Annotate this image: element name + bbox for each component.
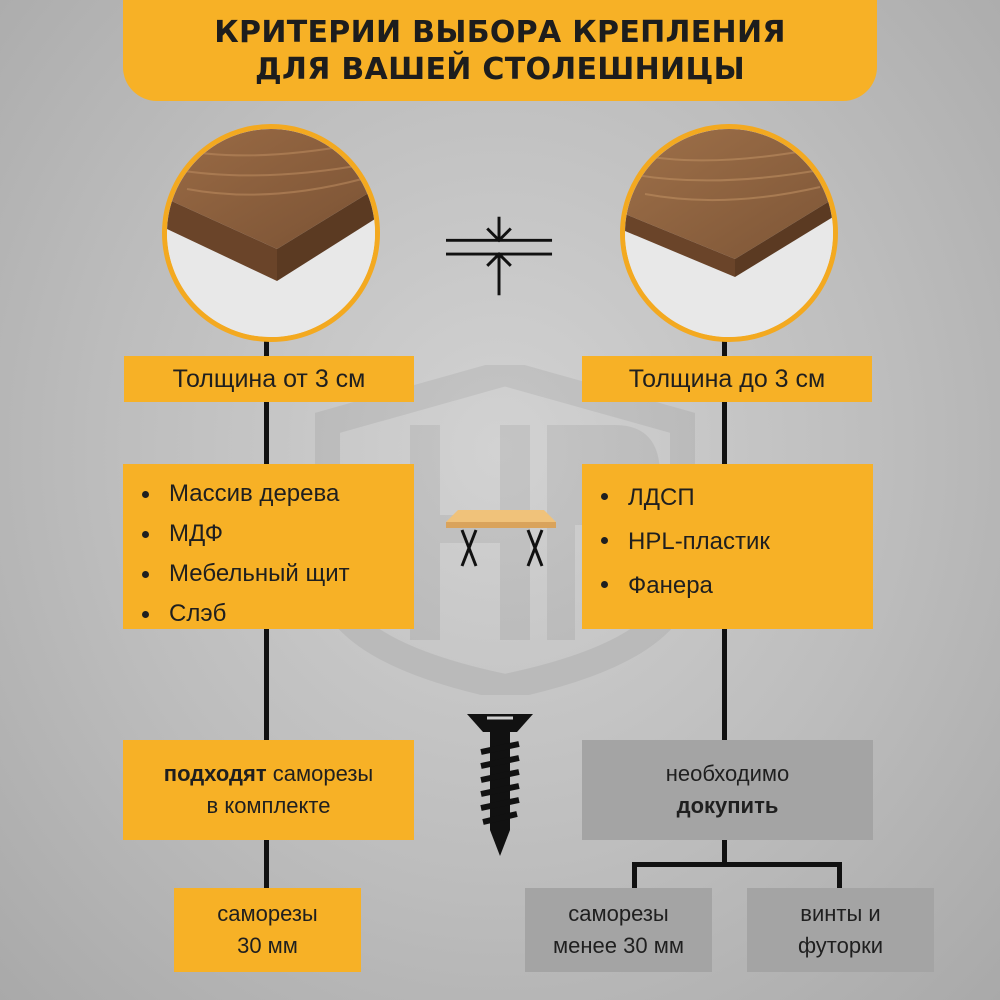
right-materials-list: ЛДСП HPL-пластик Фанера xyxy=(582,464,873,629)
list-item: Слэб xyxy=(137,594,414,634)
screw-line-2: 30 мм xyxy=(237,933,298,958)
need-line-2: докупить xyxy=(677,790,779,822)
list-item: МДФ xyxy=(137,514,414,554)
option-bolts-box: винты и футорки xyxy=(747,888,934,972)
opt2-line-1: винты и xyxy=(800,901,881,926)
title-line-1: КРИТЕРИИ ВЫБОРА КРЕПЛЕНИЯ xyxy=(214,14,786,50)
left-thickness-label: Толщина от 3 см xyxy=(124,356,414,402)
list-item: Мебельный щит xyxy=(137,554,414,594)
fit-bold: подходят xyxy=(163,761,267,786)
list-item: Фанера xyxy=(596,564,873,608)
right-thickness-label: Толщина до 3 см xyxy=(582,356,872,402)
need-line-1: необходимо xyxy=(665,761,790,786)
fit-rest: саморезы xyxy=(272,761,374,786)
left-fit-box: подходят саморезы в комплекте xyxy=(123,740,414,840)
compress-arrows-icon xyxy=(446,216,553,296)
screw-icon xyxy=(467,714,533,856)
left-materials-list: Массив дерева МДФ Мебельный щит Слэб xyxy=(123,464,414,629)
need-bold: докупить xyxy=(676,793,779,818)
fit-line-1: подходят саморезы xyxy=(164,758,373,790)
option-screws-box: саморезы менее 30 мм xyxy=(525,888,712,972)
left-screw-size-box: саморезы 30 мм xyxy=(174,888,361,972)
branch-right-drop xyxy=(837,862,842,888)
fit-line-2: в комплекте xyxy=(206,793,331,818)
title-banner: КРИТЕРИИ ВЫБОРА КРЕПЛЕНИЯ ДЛЯ ВАШЕЙ СТОЛ… xyxy=(123,0,877,101)
list-item: ЛДСП xyxy=(596,476,873,520)
branch-left-drop xyxy=(632,862,637,888)
screw-line-1: саморезы xyxy=(217,901,318,926)
thin-board-image xyxy=(620,124,838,342)
opt2-line-2: футорки xyxy=(797,933,884,958)
opt1-line-1: саморезы xyxy=(568,901,669,926)
thick-board-image xyxy=(162,124,380,342)
title-line-2: ДЛЯ ВАШЕЙ СТОЛЕШНИЦЫ xyxy=(255,51,745,87)
right-need-box: необходимо докупить xyxy=(582,740,873,840)
opt1-line-2: менее 30 мм xyxy=(553,933,684,958)
list-item: HPL-пластик xyxy=(596,520,873,564)
list-item: Массив дерева xyxy=(137,474,414,514)
table-icon xyxy=(446,510,556,567)
branch-horizontal-line xyxy=(632,862,842,867)
